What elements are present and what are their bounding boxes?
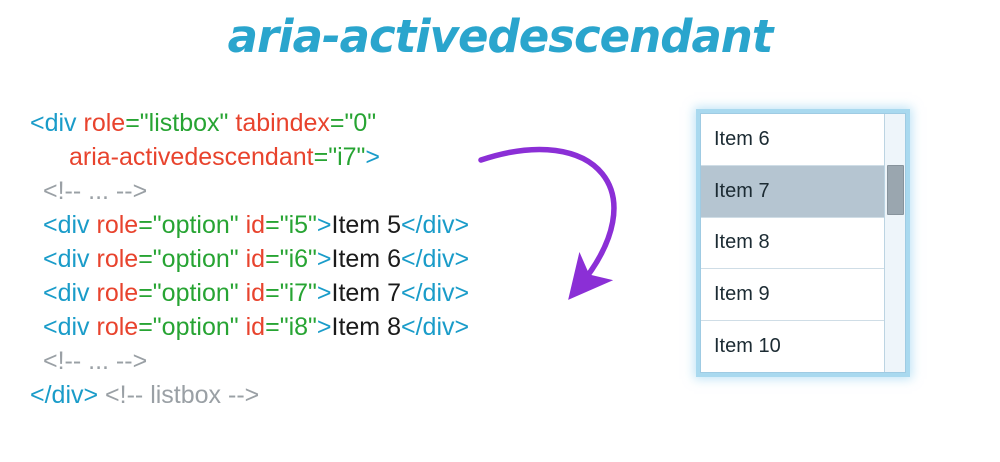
code-token-tag: > [365, 143, 381, 171]
code-line: <div role="listbox" tabindex="0" [30, 106, 469, 140]
code-token-tag: <div [43, 313, 97, 341]
code-token-tag: <div [43, 245, 97, 273]
code-block: <div role="listbox" tabindex="0"aria-act… [30, 106, 469, 412]
code-token-val: ="i5" [265, 211, 317, 239]
code-token-text: Item 6 [331, 245, 401, 273]
code-token-attr: id [245, 313, 266, 341]
page-title: aria-activedescendant [227, 10, 774, 63]
code-token-val: ="i7" [265, 279, 317, 307]
code-token-val: ="i6" [265, 245, 317, 273]
code-token-val: ="option" [138, 279, 239, 307]
code-token-attr: tabindex [235, 109, 330, 137]
listbox-option[interactable]: Item 10 [714, 335, 781, 358]
code-token-attr: id [245, 279, 266, 307]
code-token-tag: </div> [401, 313, 470, 341]
code-line: <div role="option" id="i8">Item 8</div> [30, 310, 469, 344]
code-token-text: Item 8 [331, 313, 401, 341]
code-token-tag: <div [43, 211, 97, 239]
code-token-com: <!-- ... --> [43, 177, 148, 205]
code-token-tag: > [316, 245, 332, 273]
code-token-tag: </div> [401, 245, 470, 273]
arrow-curve [478, 146, 617, 300]
code-line: <!-- ... --> [30, 344, 469, 378]
code-token-attr: id [245, 211, 266, 239]
code-token-text: Item 5 [331, 211, 401, 239]
code-token-text: Item 7 [331, 279, 401, 307]
scrollbar-track[interactable] [884, 114, 905, 372]
listbox-option[interactable]: Item 8 [701, 218, 884, 270]
listbox-option[interactable]: Item 9 [701, 269, 884, 322]
listbox-option-active[interactable]: Item 7 [701, 165, 884, 218]
code-token-tag: > [316, 211, 332, 239]
code-token-tag: </div> [401, 211, 470, 239]
code-token-plain [239, 245, 246, 273]
code-token-tag: > [316, 279, 332, 307]
code-line: </div> <!-- listbox --> [30, 378, 469, 412]
code-token-val: ="option" [138, 313, 239, 341]
code-token-attr: role [96, 245, 139, 273]
code-token-tag: <div [30, 109, 84, 137]
code-token-val: ="i7" [313, 143, 366, 171]
code-token-val: ="0" [329, 109, 377, 137]
code-token-tag: <div [43, 279, 97, 307]
code-token-val: ="i8" [265, 313, 317, 341]
code-line: aria-activedescendant="i7"> [30, 140, 469, 174]
code-token-val: ="listbox" [125, 109, 229, 137]
code-token-attr: role [96, 279, 139, 307]
code-line: <div role="option" id="i5">Item 5</div> [30, 208, 469, 242]
code-token-val: ="option" [138, 211, 239, 239]
listbox-option[interactable]: Item 6 [701, 114, 884, 166]
code-token-val: ="option" [138, 245, 239, 273]
code-token-tag: > [316, 313, 332, 341]
code-token-attr: role [96, 211, 139, 239]
code-token-attr: aria-activedescendant [69, 143, 314, 171]
code-token-plain [239, 211, 246, 239]
code-token-plain [239, 313, 246, 341]
code-token-tag: </div> [30, 381, 99, 409]
code-token-com: <!-- ... --> [43, 347, 148, 375]
code-line: <div role="option" id="i6">Item 6</div> [30, 242, 469, 276]
code-token-attr: role [83, 109, 126, 137]
code-line: <!-- ... --> [30, 174, 469, 208]
code-token-attr: role [96, 313, 139, 341]
scrollbar-thumb[interactable] [887, 165, 904, 215]
code-token-plain [239, 279, 246, 307]
code-token-com: <!-- listbox --> [98, 381, 260, 409]
code-token-tag: </div> [401, 279, 470, 307]
code-token-attr: id [245, 245, 266, 273]
code-line: <div role="option" id="i7">Item 7</div> [30, 276, 469, 310]
